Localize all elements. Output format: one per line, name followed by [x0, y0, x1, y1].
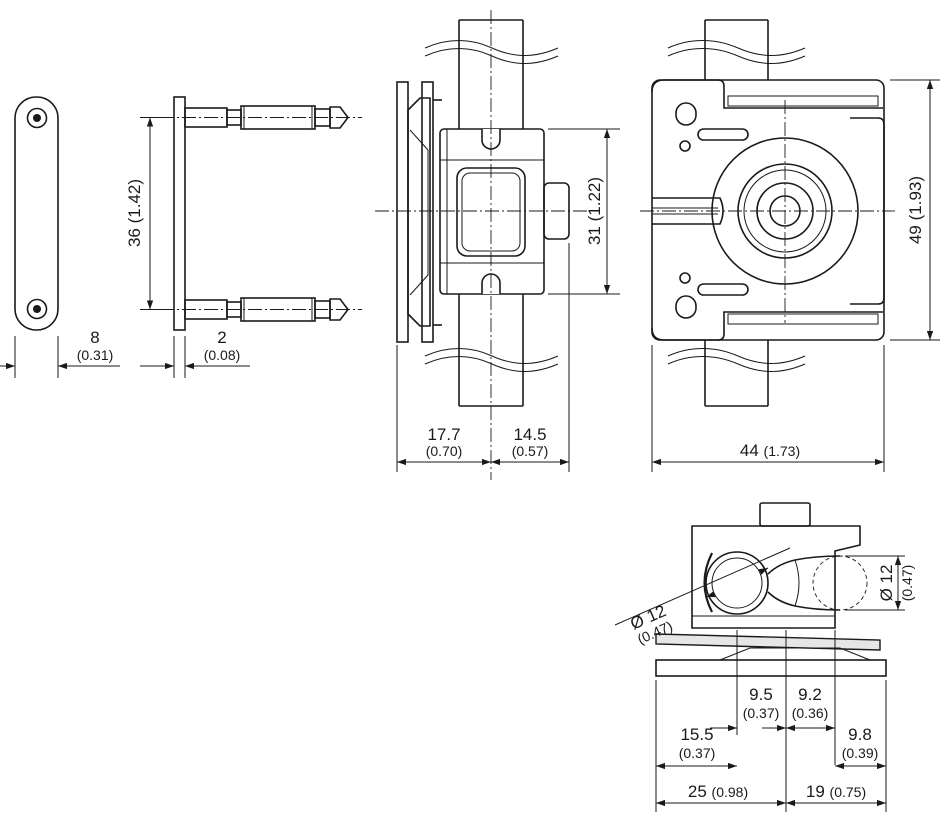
dim-9-2-inch: (0.36): [792, 705, 829, 721]
dim-31-label: 31 (1.22): [585, 177, 604, 245]
dia-12-right-label: Ø 12: [877, 565, 896, 602]
front-view: [640, 19, 940, 472]
rod-side-view: [375, 10, 620, 480]
dim-19-label: 19 (0.75): [806, 782, 866, 801]
dim-8-inch: (0.31): [77, 347, 114, 363]
dim-25-label: 25 (0.98): [688, 782, 748, 801]
dim-2-label: 2: [217, 328, 226, 347]
dim-9-5-inch: (0.37): [743, 705, 780, 721]
dim-36-label: 36 (1.42): [125, 179, 144, 247]
dim-2-inch: (0.08): [204, 347, 241, 363]
plate-side-view: [140, 96, 362, 378]
top-view: [614, 502, 905, 812]
dim-9-8-inch: (0.39): [842, 745, 879, 761]
dim-14-5-inch: (0.57): [512, 443, 549, 459]
dim-49-label: 49 (1.93): [906, 176, 925, 244]
dim-9-2-label: 9.2: [798, 685, 822, 704]
dim-17-7-label: 17.7: [427, 425, 460, 444]
plate-front-view: [0, 96, 120, 378]
dia-12-right-inch: (0.47): [899, 565, 915, 602]
dim-9-8-label: 9.8: [848, 725, 872, 744]
dim-9-5-label: 9.5: [749, 685, 773, 704]
dim-15-5-inch: (0.37): [679, 745, 716, 761]
dim-14-5-label: 14.5: [513, 425, 546, 444]
dim-17-7-inch: (0.70): [426, 443, 463, 459]
dim-44-label: 44 (1.73): [740, 441, 800, 460]
dim-15-5-label: 15.5: [680, 725, 713, 744]
dim-8-label: 8: [90, 328, 99, 347]
